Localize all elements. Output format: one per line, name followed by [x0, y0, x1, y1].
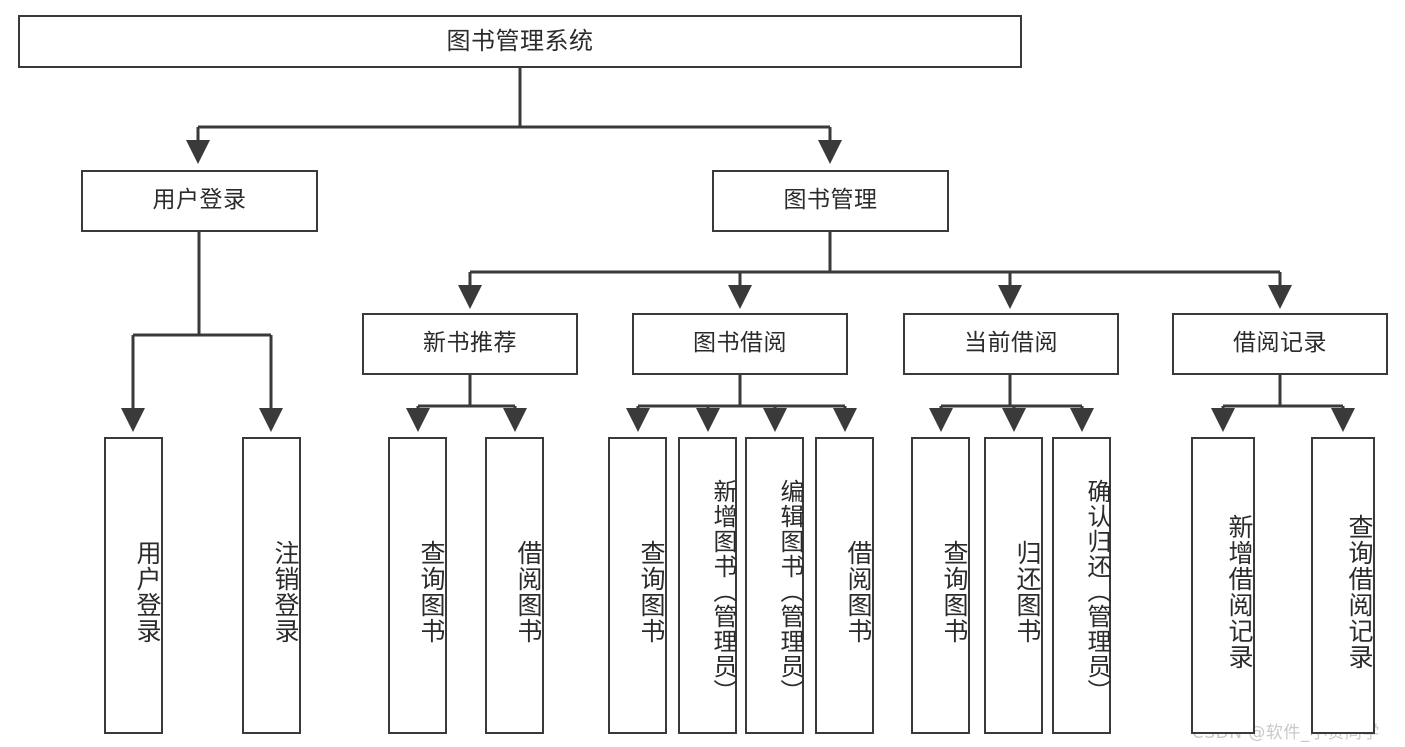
node-leaf-5-label: 查询图书 [637, 539, 666, 644]
node-level2-1-label: 用户登录 [152, 187, 247, 214]
node-root[interactable]: 图书管理系统 [18, 15, 1022, 68]
node-leaf-13[interactable]: 查询借阅记录 [1311, 437, 1375, 734]
node-level2-2[interactable]: 图书管理 [712, 170, 949, 232]
node-leaf-6[interactable]: 新增图书（管理员） [678, 437, 737, 734]
node-leaf-7[interactable]: 编辑图书（管理员） [745, 437, 804, 734]
node-leaf-6-label: 新增图书（管理员） [709, 479, 737, 704]
node-leaf-12-label: 新增借阅记录 [1225, 513, 1254, 670]
node-leaf-9[interactable]: 查询图书 [911, 437, 970, 734]
node-leaf-10[interactable]: 归还图书 [984, 437, 1043, 734]
node-leaf-4[interactable]: 借阅图书 [485, 437, 544, 734]
node-leaf-1[interactable]: 用户登录 [104, 437, 163, 734]
node-level3-3-label: 当前借阅 [964, 330, 1058, 357]
node-leaf-2-label: 注销登录 [271, 539, 300, 644]
node-level3-4-label: 借阅记录 [1233, 330, 1327, 357]
node-level3-2[interactable]: 图书借阅 [632, 313, 848, 375]
node-leaf-8-label: 借阅图书 [844, 539, 873, 644]
node-level3-1[interactable]: 新书推荐 [362, 313, 578, 375]
node-leaf-7-label: 编辑图书（管理员） [776, 479, 804, 704]
node-leaf-8[interactable]: 借阅图书 [815, 437, 874, 734]
node-root-label: 图书管理系统 [446, 27, 594, 56]
node-level3-2-label: 图书借阅 [693, 330, 787, 357]
node-level3-1-label: 新书推荐 [423, 330, 517, 357]
node-leaf-12[interactable]: 新增借阅记录 [1191, 437, 1255, 734]
node-leaf-5[interactable]: 查询图书 [608, 437, 667, 734]
node-level3-3[interactable]: 当前借阅 [903, 313, 1119, 375]
node-level2-2-label: 图书管理 [783, 187, 878, 214]
node-leaf-10-label: 归还图书 [1013, 539, 1042, 644]
node-leaf-13-label: 查询借阅记录 [1345, 513, 1374, 670]
node-leaf-11[interactable]: 确认归还（管理员） [1052, 437, 1111, 734]
node-leaf-11-label: 确认归还（管理员） [1083, 479, 1111, 704]
node-leaf-3[interactable]: 查询图书 [388, 437, 447, 734]
node-leaf-9-label: 查询图书 [940, 539, 969, 644]
node-leaf-1-label: 用户登录 [133, 539, 162, 644]
node-leaf-2[interactable]: 注销登录 [242, 437, 301, 734]
node-leaf-3-label: 查询图书 [417, 539, 446, 644]
node-level2-1[interactable]: 用户登录 [81, 170, 318, 232]
node-leaf-4-label: 借阅图书 [514, 539, 543, 644]
node-level3-4[interactable]: 借阅记录 [1172, 313, 1388, 375]
